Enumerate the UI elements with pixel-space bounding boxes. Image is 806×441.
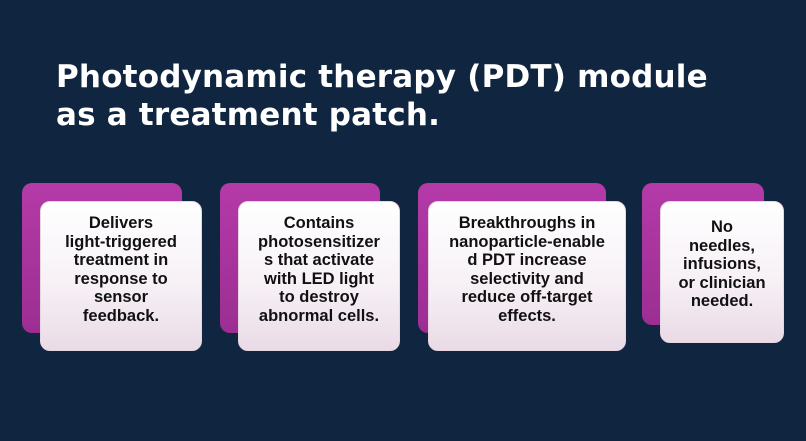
card-panel-1: Delivers light-triggered treatment in re… — [40, 201, 202, 351]
card-text-2: Contains photosensitizer s that activate… — [258, 214, 380, 325]
feature-card-4: No needles, infusions, or clinician need… — [642, 183, 784, 343]
feature-card-1: Delivers light-triggered treatment in re… — [22, 183, 202, 351]
card-panel-4: No needles, infusions, or clinician need… — [660, 201, 784, 343]
card-text-4: No needles, infusions, or clinician need… — [678, 218, 766, 310]
card-panel-2: Contains photosensitizer s that activate… — [238, 201, 400, 351]
feature-card-2: Contains photosensitizer s that activate… — [220, 183, 400, 351]
slide-title: Photodynamic therapy (PDT) module as a t… — [56, 58, 776, 134]
slide-title-line-1: Photodynamic therapy (PDT) module — [56, 59, 708, 95]
card-text-3: Breakthroughs in nanoparticle-enable d P… — [449, 214, 605, 325]
card-panel-3: Breakthroughs in nanoparticle-enable d P… — [428, 201, 626, 351]
card-text-1: Delivers light-triggered treatment in re… — [65, 214, 177, 325]
feature-card-3: Breakthroughs in nanoparticle-enable d P… — [418, 183, 626, 351]
slide-title-line-2: as a treatment patch. — [56, 97, 441, 133]
